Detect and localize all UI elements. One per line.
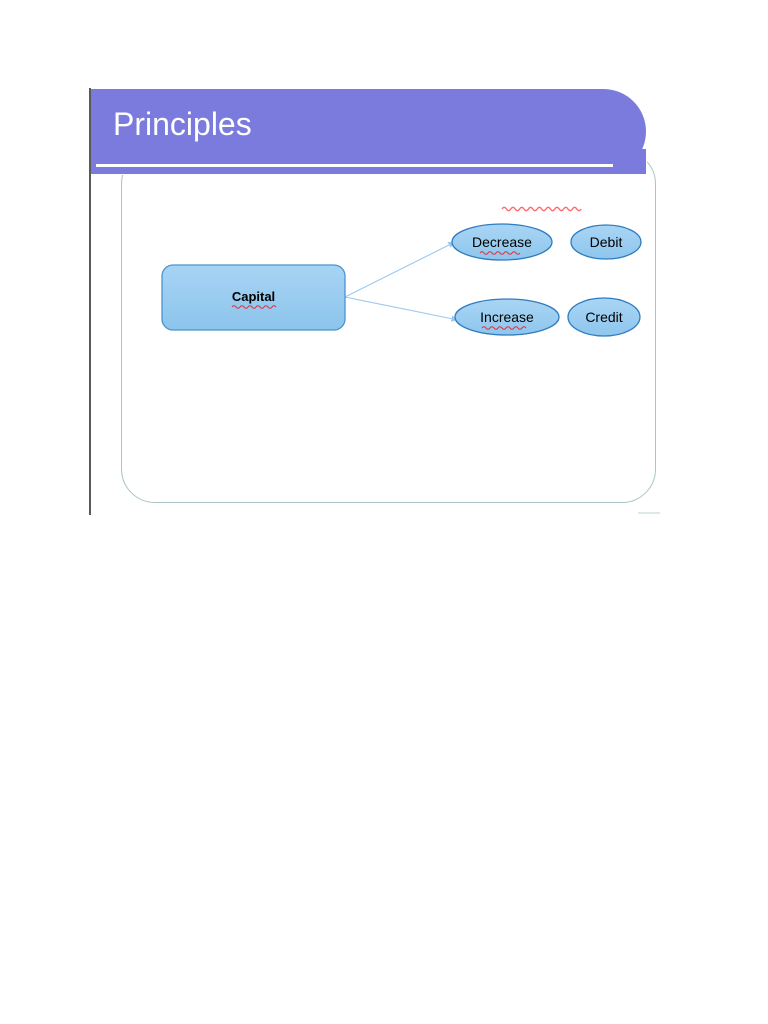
node-debit-label: Debit — [590, 234, 623, 250]
connector-capital-to-increase — [344, 296, 459, 322]
left-vertical-rule — [89, 88, 91, 515]
node-increase[interactable]: Increase — [454, 298, 560, 336]
connector-capital-to-decrease — [344, 241, 456, 298]
node-capital[interactable]: Capital — [161, 264, 346, 331]
title-underline — [96, 164, 613, 167]
decrease-spellcheck-underline-icon — [479, 251, 521, 255]
node-decrease-label: Decrease — [472, 234, 532, 250]
stray-spellcheck-squiggle-icon — [501, 206, 582, 212]
increase-spellcheck-underline-icon — [481, 326, 527, 330]
node-credit[interactable]: Credit — [567, 297, 641, 337]
faint-bottom-artifact — [638, 512, 660, 514]
node-debit[interactable]: Debit — [570, 224, 642, 260]
node-increase-label: Increase — [480, 309, 534, 325]
capital-spellcheck-underline-icon — [231, 305, 277, 309]
node-credit-label: Credit — [585, 309, 622, 325]
node-decrease[interactable]: Decrease — [451, 223, 553, 261]
page-title: Principles — [113, 106, 252, 142]
diagram-canvas: Capital Decrease Debit Increase Credit — [161, 206, 642, 337]
node-capital-label: Capital — [232, 289, 275, 304]
title-banner — [91, 89, 646, 174]
